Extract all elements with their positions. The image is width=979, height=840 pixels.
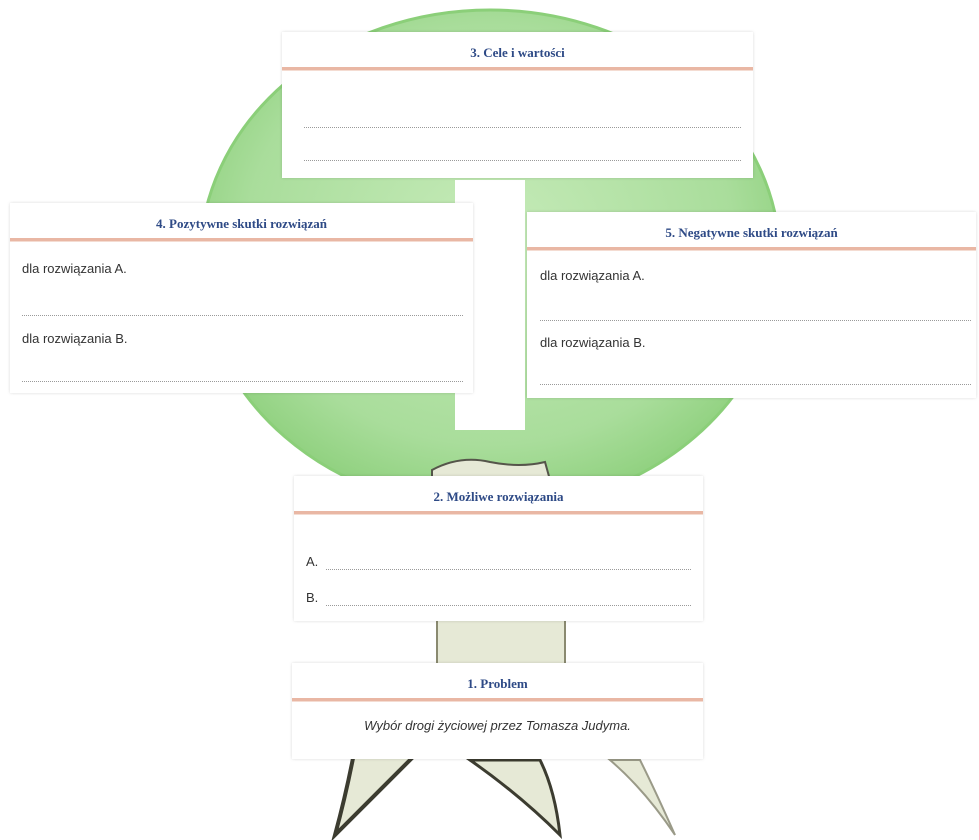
box-goals-values: 3. Cele i wartości xyxy=(282,32,753,178)
box-problem-title: 1. Problem xyxy=(292,663,703,701)
tree-trunk-top xyxy=(431,458,552,481)
negative-effect-b-label: dla rozwiązania B. xyxy=(540,335,646,350)
answer-line[interactable] xyxy=(540,384,971,385)
box-negative-effects: 5. Negatywne skutki rozwiązań dla rozwią… xyxy=(527,212,976,398)
answer-line[interactable] xyxy=(22,381,463,382)
answer-line[interactable] xyxy=(540,320,971,321)
box-problem: 1. Problem Wybór drogi życiowej przez To… xyxy=(292,663,703,759)
answer-line[interactable] xyxy=(304,160,741,161)
negative-effect-a-label: dla rozwiązania A. xyxy=(540,268,645,283)
box-possible-solutions: 2. Możliwe rozwiązania A. B. xyxy=(294,476,703,621)
tree-root-right xyxy=(607,759,676,836)
tree-root-middle xyxy=(465,758,562,840)
solution-b-label: B. xyxy=(306,590,319,605)
answer-line[interactable] xyxy=(326,569,691,570)
box-positive-effects: 4. Pozytywne skutki rozwiązań dla rozwią… xyxy=(10,203,473,393)
answer-line[interactable] xyxy=(22,315,463,316)
problem-statement: Wybór drogi życiowej przez Tomasza Judym… xyxy=(364,718,631,733)
box-negative-effects-title: 5. Negatywne skutki rozwiązań xyxy=(527,212,976,250)
answer-line[interactable] xyxy=(326,605,691,606)
positive-effect-a-label: dla rozwiązania A. xyxy=(22,261,127,276)
positive-effect-b-label: dla rozwiązania B. xyxy=(22,331,128,346)
box-goals-values-title: 3. Cele i wartości xyxy=(282,32,753,70)
box-positive-effects-title: 4. Pozytywne skutki rozwiązań xyxy=(10,203,473,241)
box-possible-solutions-title: 2. Możliwe rozwiązania xyxy=(294,476,703,514)
solution-a-label: A. xyxy=(306,554,319,569)
answer-line[interactable] xyxy=(304,127,741,128)
